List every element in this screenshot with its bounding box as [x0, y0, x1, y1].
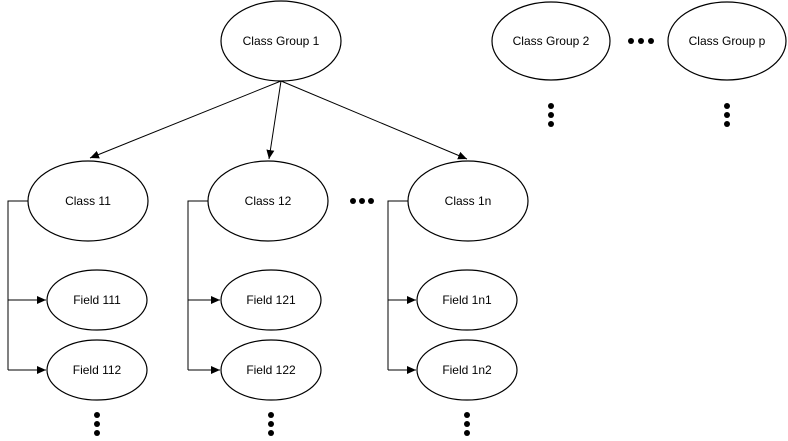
node-class-group-2: Class Group 2: [491, 1, 611, 81]
edge-class12-trunk: [187, 200, 208, 370]
ellipsis-vertical-class1n-fields-icon: [464, 412, 470, 436]
node-field-111: Field 111: [46, 269, 148, 331]
node-field-1n2: Field 1n2: [416, 339, 518, 401]
ellipsis-vertical-class11-fields-icon: [94, 412, 100, 436]
ellipsis-vertical-groupp-icon: [724, 103, 730, 127]
edge-group1-to-class11: [89, 80, 282, 159]
ellipsis-vertical-class12-fields-icon: [268, 412, 274, 436]
node-field-112-label: Field 112: [73, 363, 122, 377]
node-field-121: Field 121: [220, 269, 322, 331]
edge-class11-trunk: [7, 200, 28, 370]
node-field-121-label: Field 121: [246, 293, 296, 307]
node-field-122: Field 122: [220, 339, 322, 401]
node-class-group-1-label: Class Group 1: [243, 34, 320, 48]
node-class-12-label: Class 12: [245, 194, 292, 208]
ellipsis-horizontal-classes-icon: [350, 198, 374, 204]
node-class-11: Class 11: [27, 160, 149, 242]
node-field-112: Field 112: [46, 339, 148, 401]
node-class-group-p: Class Group p: [667, 1, 787, 81]
node-field-111-label: Field 111: [73, 293, 121, 307]
node-class-group-1: Class Group 1: [220, 0, 342, 82]
node-field-1n1-label: Field 1n1: [442, 293, 492, 307]
edge-group1-to-class1n: [280, 80, 468, 160]
node-field-122-label: Field 122: [246, 363, 296, 377]
ellipsis-horizontal-groups-icon: [628, 38, 654, 44]
node-class-1n-label: Class 1n: [445, 194, 492, 208]
edge-group1-to-class12: [266, 80, 282, 160]
edge-class1n-trunk: [387, 200, 408, 370]
node-class-11-label: Class 11: [65, 194, 111, 208]
node-class-1n: Class 1n: [407, 160, 529, 242]
node-field-1n1: Field 1n1: [416, 269, 518, 331]
node-class-group-p-label: Class Group p: [689, 34, 766, 48]
node-field-1n2-label: Field 1n2: [442, 363, 492, 377]
node-class-12: Class 12: [207, 160, 329, 242]
node-class-group-2-label: Class Group 2: [513, 34, 590, 48]
ellipsis-vertical-group2-icon: [548, 103, 554, 127]
